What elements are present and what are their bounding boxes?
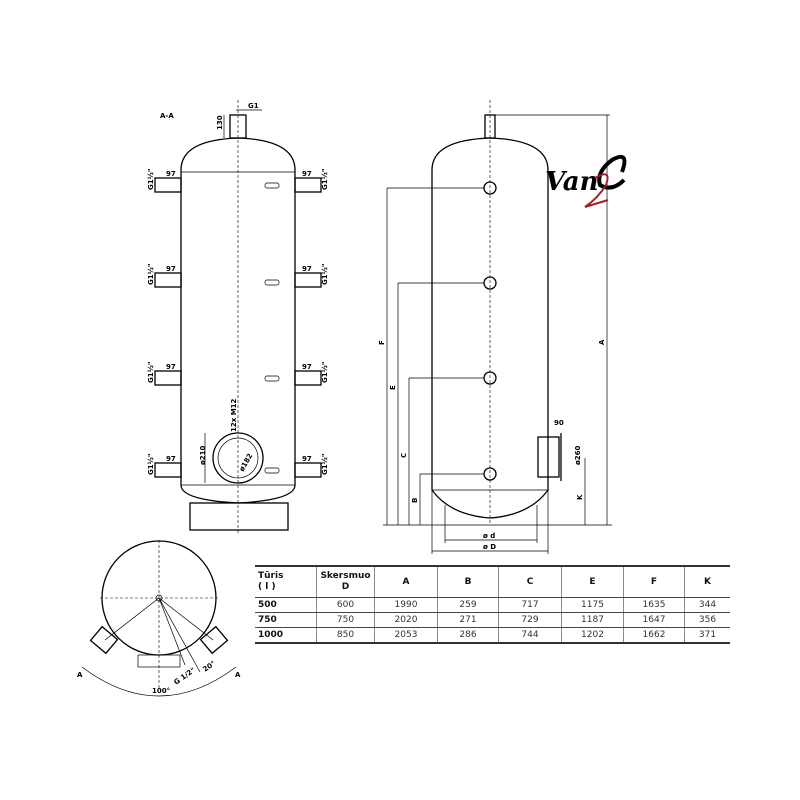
side-nozzles [154, 177, 322, 478]
table-cell: 750 [255, 612, 317, 628]
col-A: A [374, 566, 438, 598]
table-cell: 1990 [374, 597, 438, 613]
flange-bolts-label: 12x M12 [230, 398, 238, 432]
side-length-label: 97 [166, 265, 176, 273]
table-cell: 717 [498, 597, 562, 613]
base-stand [189, 502, 289, 531]
col-B: B [437, 566, 499, 598]
outer-diameter-label: ø D [483, 543, 496, 551]
dim-F: F [378, 340, 386, 345]
table-cell: 1662 [623, 627, 685, 644]
drain-thread-label: G 1/2" [173, 666, 197, 686]
section-label: A-A [160, 112, 174, 120]
table-cell: 1000 [255, 627, 317, 644]
flange-outer-label: ø210 [199, 445, 207, 465]
side-thread-label: G1½" [321, 168, 329, 190]
angle-total-label: 100° [152, 687, 170, 695]
dim-E: E [389, 385, 397, 390]
dim-C: C [400, 453, 408, 458]
table-cell: 2020 [374, 612, 438, 628]
table-cell: 259 [437, 597, 499, 613]
table-cell: 1635 [623, 597, 685, 613]
port-diameter-label: ø260 [574, 445, 582, 465]
dim-B: B [411, 498, 419, 503]
side-length-label: 97 [302, 363, 312, 371]
table-cell: 1175 [561, 597, 624, 613]
side-thread-label: G1½" [147, 361, 155, 383]
svg-text:Van: Van [545, 167, 599, 197]
table-cell: 600 [316, 597, 375, 613]
dim-A: A [598, 339, 606, 345]
top-height-label: 130 [216, 115, 224, 130]
table-cell: 500 [255, 597, 317, 613]
side-port [537, 436, 560, 478]
top-nozzle [484, 114, 496, 139]
port-length-label: 90 [554, 419, 564, 427]
top-thread-label: G1 [248, 102, 259, 110]
flange-inner-label: ø182 [238, 452, 255, 473]
elevation-view: F E C B A K 90 ø260 ø d ø D [378, 100, 612, 554]
side-thread-label: G1½" [321, 263, 329, 285]
angle-small-label: 20° [202, 659, 217, 673]
side-length-label: 97 [166, 170, 176, 178]
table-cell: 271 [437, 612, 499, 628]
table-cell: 2053 [374, 627, 438, 644]
table-cell: 286 [437, 627, 499, 644]
col-F: F [623, 566, 685, 598]
table-cell: 750 [316, 612, 375, 628]
side-thread-label: G1½" [147, 263, 155, 285]
dim-K: K [576, 494, 584, 500]
side-length-label: 97 [302, 455, 312, 463]
table-cell: 1647 [623, 612, 685, 628]
col-volume: Tūris( l ) [255, 566, 317, 598]
section-view-a-a: A-A 130 G1 97 97 97 97 97 97 97 97 G1½" … [147, 100, 329, 535]
vano2-logo: Van [545, 155, 627, 208]
table-cell: 344 [684, 597, 730, 613]
top-nozzle [229, 114, 247, 139]
col-E: E [561, 566, 624, 598]
manhole-flange [204, 432, 264, 484]
side-length-label: 97 [166, 363, 176, 371]
section-mark-right: A [235, 671, 241, 679]
table-cell: 729 [498, 612, 562, 628]
table-cell: 744 [498, 627, 562, 644]
side-thread-label: G1½" [147, 168, 155, 190]
table-cell: 371 [684, 627, 730, 644]
col-K: K [684, 566, 730, 598]
side-length-label: 97 [166, 455, 176, 463]
table-cell: 356 [684, 612, 730, 628]
side-thread-label: G1½" [321, 453, 329, 475]
table-cell: 1187 [561, 612, 624, 628]
side-thread-label: G1½" [147, 453, 155, 475]
col-C: C [498, 566, 562, 598]
plan-view: A A 100° 20° G 1/2" [77, 540, 241, 697]
section-mark-left: A [77, 671, 83, 679]
table-cell: 1202 [561, 627, 624, 644]
side-length-label: 97 [302, 265, 312, 273]
inner-diameter-label: ø d [483, 532, 495, 540]
side-length-label: 97 [302, 170, 312, 178]
table-cell: 850 [316, 627, 375, 644]
side-thread-label: G1½" [321, 361, 329, 383]
